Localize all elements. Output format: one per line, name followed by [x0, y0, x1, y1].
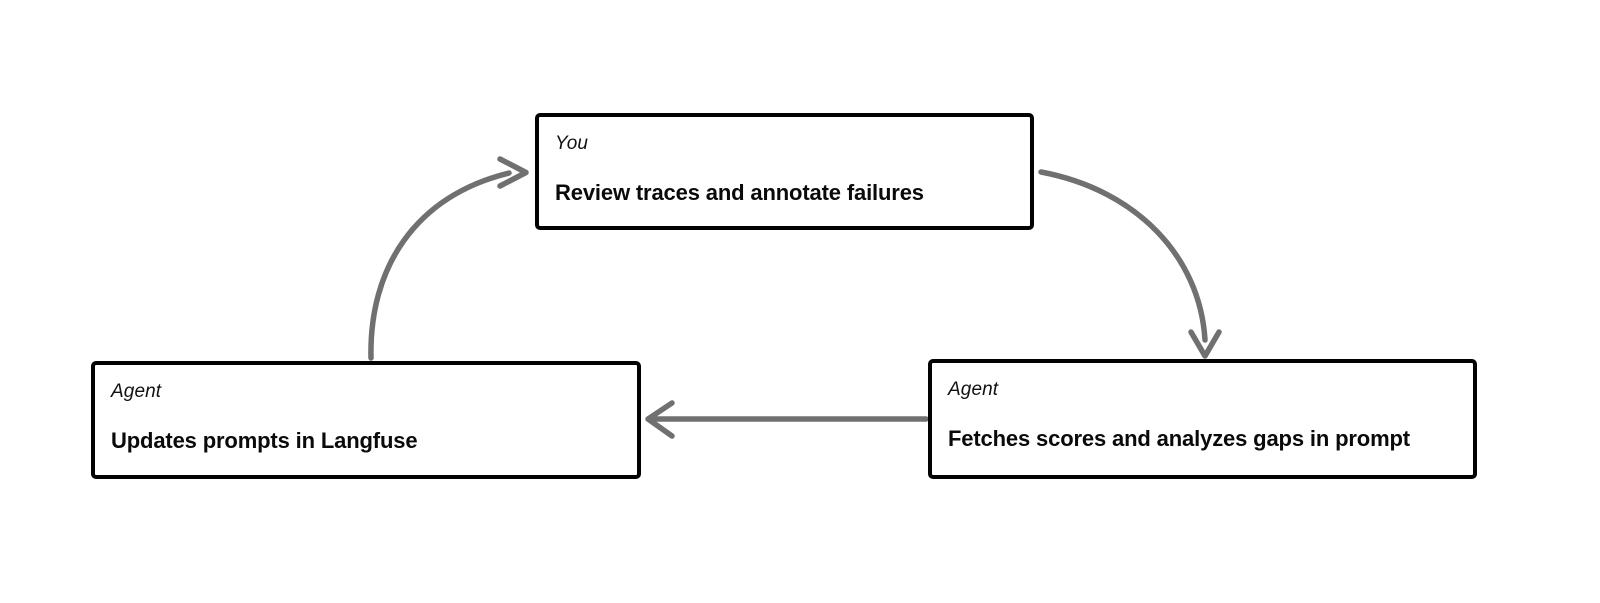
- node-updates-prompts[interactable]: Agent Updates prompts in Langfuse: [91, 361, 641, 479]
- node-role-label: You: [555, 133, 589, 154]
- node-title-label: Fetches scores and analyzes gaps in prom…: [948, 426, 1410, 451]
- node-fetches-scores[interactable]: Agent Fetches scores and analyzes gaps i…: [928, 359, 1477, 479]
- node-title-label: Review traces and annotate failures: [555, 180, 924, 205]
- edge-update-to-review: [368, 156, 529, 361]
- edge-review-to-fetch: [1038, 169, 1222, 359]
- node-review-traces[interactable]: You Review traces and annotate failures: [535, 113, 1034, 230]
- node-title-label: Updates prompts in Langfuse: [111, 428, 418, 453]
- edge-fetch-to-update: [645, 400, 929, 439]
- node-role-label: Agent: [948, 379, 999, 400]
- node-role-label: Agent: [111, 381, 162, 402]
